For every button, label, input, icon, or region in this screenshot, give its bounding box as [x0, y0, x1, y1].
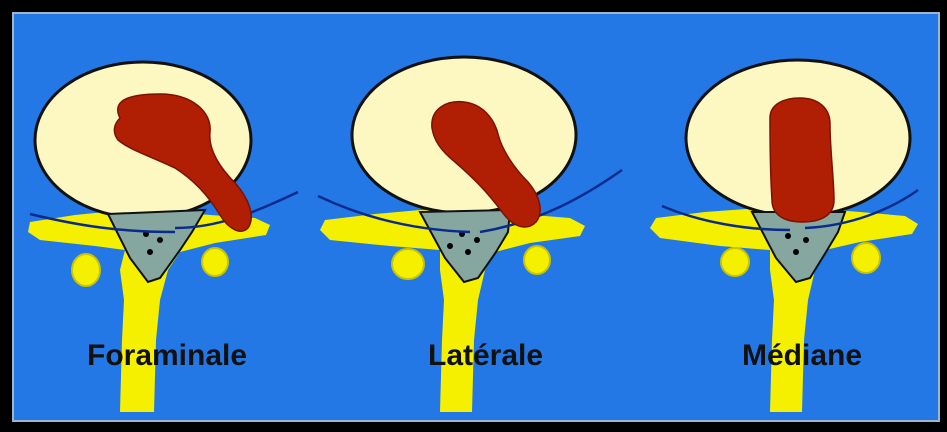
panel-label-mediane: Médiane: [742, 339, 862, 372]
herniation: [770, 98, 834, 222]
nerve-root-dot: [785, 233, 791, 239]
nerve-root-dot: [147, 249, 153, 255]
nerve-root-dot: [465, 249, 471, 255]
facet-right: [202, 248, 228, 276]
nerve-root-dot: [157, 237, 163, 243]
nerve-root-dot: [803, 237, 809, 243]
facet-right: [524, 246, 550, 274]
facet-right: [852, 243, 880, 273]
nerve-root-dot: [474, 237, 480, 243]
facet-left: [721, 248, 749, 276]
panel-label-foraminale: Foraminale: [87, 339, 247, 372]
facet-left: [72, 254, 100, 286]
nerve-root-dot: [793, 249, 799, 255]
panel-label-laterale: Latérale: [428, 339, 543, 372]
facet-left: [392, 249, 424, 279]
nerve-root-dot: [447, 243, 453, 249]
